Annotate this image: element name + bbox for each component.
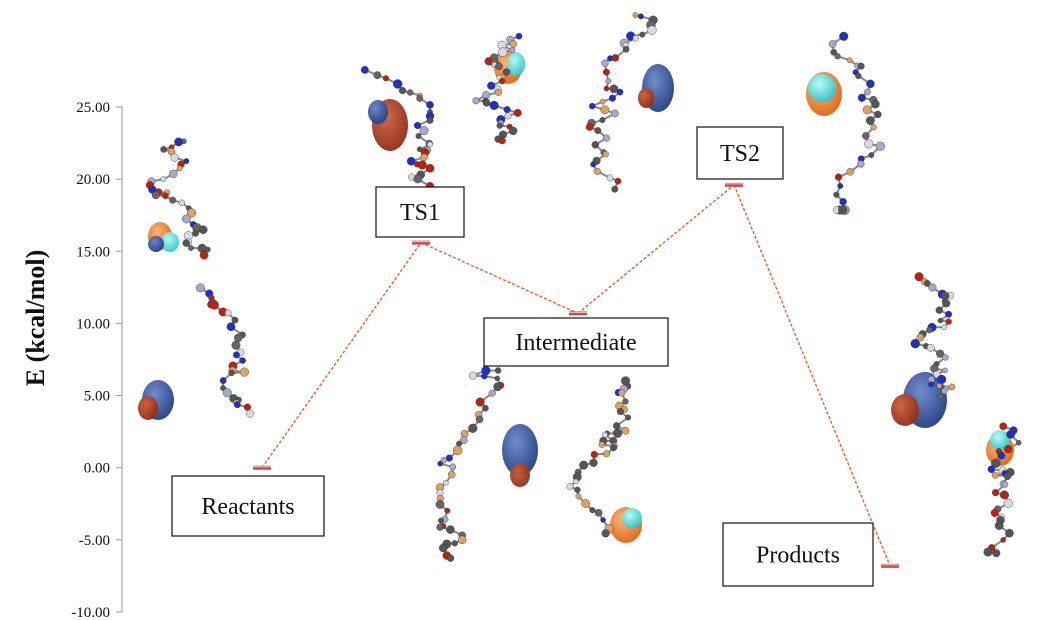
molecule-structure (983, 422, 1022, 558)
path-connector (420, 241, 579, 314)
state-box-intermediate (483, 317, 669, 367)
state-label-intermediate: Intermediate (515, 330, 636, 356)
reaction-path-connectors (261, 184, 891, 567)
state-box-reactants (171, 475, 325, 537)
y-tick-label: 0.00 (84, 461, 110, 477)
molecule-structure (435, 366, 538, 562)
molecule-structure (891, 272, 956, 428)
molecule-structure (138, 283, 254, 420)
state-label-ts1: TS1 (400, 200, 440, 226)
energy-levels (253, 182, 899, 568)
molecule-structure (472, 32, 525, 145)
y-tick-label: -5.00 (79, 533, 110, 549)
y-tick-label: 5.00 (84, 389, 110, 405)
state-box-products (722, 522, 874, 587)
state-box-ts2 (696, 126, 784, 180)
path-connector (261, 242, 422, 469)
path-connector (577, 184, 735, 314)
molecular-structure-images (138, 12, 1022, 562)
y-tick-label: 15.00 (76, 244, 110, 260)
y-axis-title: E (kcal/mol) (21, 250, 50, 387)
y-tick-label: 25.00 (76, 100, 110, 116)
molecule-structure (566, 376, 642, 543)
state-label-ts2: TS2 (720, 141, 760, 167)
state-label-reactants: Reactants (201, 494, 294, 520)
state-label-products: Products (756, 543, 840, 569)
y-tick-label: 20.00 (76, 172, 110, 188)
molecule-structure (585, 12, 674, 193)
state-box-ts1 (375, 186, 465, 238)
molecule-structure (145, 137, 211, 260)
path-connector (733, 184, 891, 567)
molecule-structure (806, 31, 886, 215)
y-tick-label: -10.00 (71, 605, 110, 620)
y-axis-ticks: 25.00 20.00 15.00 10.00 5.00 0.00 -5.00 -10.00 (71, 100, 122, 620)
y-tick-label: 10.00 (76, 316, 110, 332)
